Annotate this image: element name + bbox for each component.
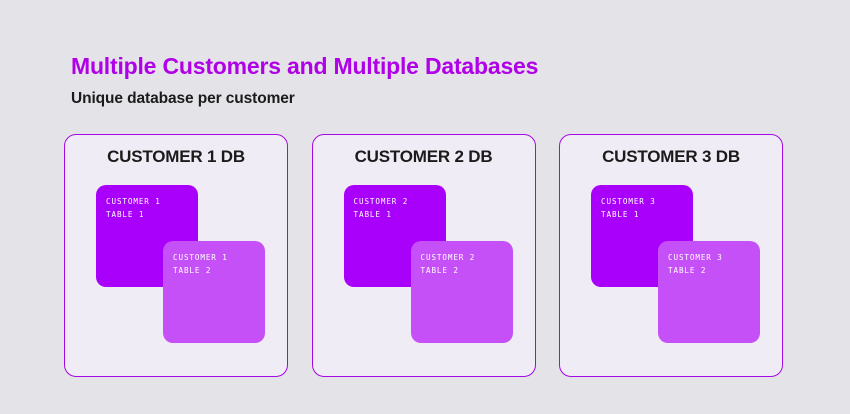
database-panel-title: CUSTOMER 3 DB xyxy=(602,147,740,166)
database-panel-title: CUSTOMER 1 DB xyxy=(107,147,245,166)
table-card-line-1: CUSTOMER 3 xyxy=(668,253,723,262)
table-card-label: CUSTOMER 1 TABLE 1 xyxy=(106,196,161,221)
database-panel-customer-3: CUSTOMER 3 DB CUSTOMER 3 TABLE 1 CUSTOME… xyxy=(559,134,783,377)
table-card-line-2: TABLE 2 xyxy=(420,265,459,275)
table-card-secondary: CUSTOMER 3 TABLE 2 xyxy=(658,241,760,343)
table-card-line-2: TABLE 1 xyxy=(353,209,392,219)
table-card-label: CUSTOMER 1 TABLE 2 xyxy=(173,252,228,277)
database-panel-title: CUSTOMER 2 DB xyxy=(354,147,493,166)
table-card-line-1: CUSTOMER 2 xyxy=(420,253,476,262)
table-card-line-2: TABLE 2 xyxy=(668,265,707,275)
table-card-line-2: TABLE 1 xyxy=(601,209,640,219)
table-card-line-1: CUSTOMER 1 xyxy=(173,253,228,262)
table-card-line-2: TABLE 2 xyxy=(173,265,212,275)
database-panel-customer-2: CUSTOMER 2 DB CUSTOMER 2 TABLE 1 CUSTOME… xyxy=(311,134,536,377)
database-panel-row: CUSTOMER 1 DB CUSTOMER 1 TABLE 1 CUSTOME… xyxy=(64,134,783,377)
database-panel-customer-1: CUSTOMER 1 DB CUSTOMER 1 TABLE 1 CUSTOME… xyxy=(64,134,288,377)
table-card-line-1: CUSTOMER 3 xyxy=(601,197,656,206)
table-card-label: CUSTOMER 2 TABLE 2 xyxy=(421,252,476,277)
table-card-line-1: CUSTOMER 2 xyxy=(353,197,409,206)
page-subtitle: Unique database per customer xyxy=(71,90,295,107)
table-card-label: CUSTOMER 3 TABLE 1 xyxy=(601,196,656,221)
table-card-secondary: CUSTOMER 2 TABLE 2 xyxy=(410,241,513,343)
table-card-primary: CUSTOMER 1 TABLE 1 xyxy=(96,185,198,287)
page-title: Multiple Customers and Multiple Database… xyxy=(71,53,539,79)
table-card-line-1: CUSTOMER 1 xyxy=(106,197,161,206)
table-card-label: CUSTOMER 2 TABLE 1 xyxy=(354,196,409,221)
table-card-line-2: TABLE 1 xyxy=(106,209,145,219)
table-card-secondary: CUSTOMER 1 TABLE 2 xyxy=(163,241,265,343)
table-card-label: CUSTOMER 3 TABLE 2 xyxy=(668,252,723,277)
